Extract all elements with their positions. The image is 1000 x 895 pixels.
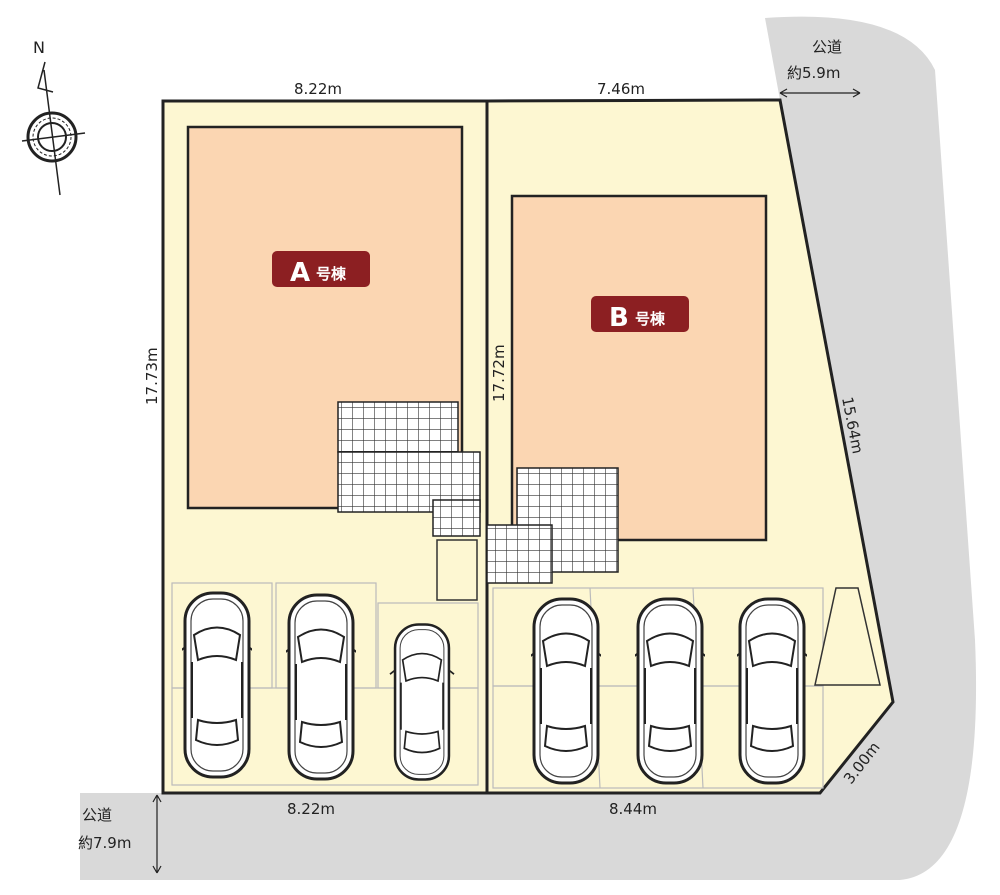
dim-lot-a-left: 17.73m (143, 347, 161, 405)
car-icon (388, 623, 456, 781)
east-road-label: 公道 約5.9m (779, 38, 861, 98)
dim-lot-a-bottom: 8.22m (287, 800, 335, 818)
building-b-badge: B 号棟 (591, 296, 689, 333)
building-a-badge: A 号棟 (272, 251, 370, 288)
bicycle-space (814, 587, 881, 686)
svg-text:B: B (609, 303, 629, 333)
car-icon (286, 593, 356, 781)
dim-lot-b-top: 7.46m (597, 80, 645, 98)
south-road-label: 公道 約7.9m (78, 794, 162, 874)
car-icon (737, 597, 807, 785)
svg-text:号棟: 号棟 (316, 265, 347, 283)
svg-text:約5.9m: 約5.9m (787, 64, 840, 82)
svg-text:約7.9m: 約7.9m (78, 834, 131, 852)
svg-text:A: A (290, 258, 310, 288)
dim-lot-b-bottom: 8.44m (609, 800, 657, 818)
svg-text:公道: 公道 (812, 38, 842, 56)
car-icon (635, 597, 705, 785)
dim-lot-b-left: 17.72m (490, 344, 508, 402)
car-icon (531, 597, 601, 785)
car-icon (182, 591, 252, 779)
compass-icon: N (21, 38, 86, 196)
paving-b (486, 467, 619, 584)
dim-lot-a-top: 8.22m (294, 80, 342, 98)
svg-text:号棟: 号棟 (635, 310, 666, 328)
paving-a (337, 401, 481, 537)
storage (436, 539, 478, 601)
svg-text:公道: 公道 (82, 806, 112, 824)
svg-text:N: N (33, 38, 45, 57)
